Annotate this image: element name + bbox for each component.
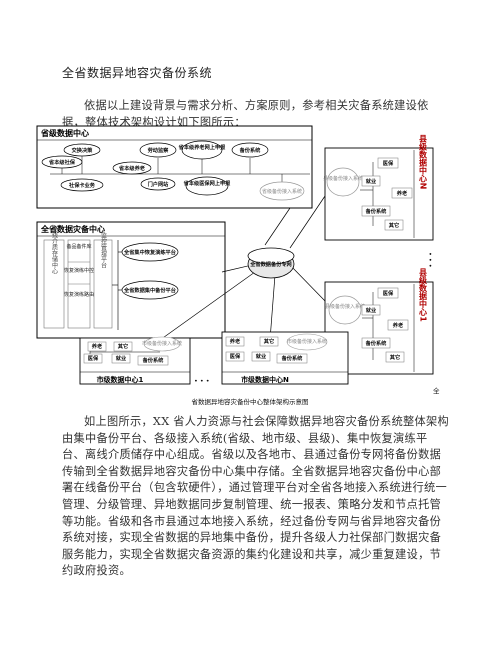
svg-text:养老: 养老 — [396, 189, 408, 197]
spare-parts-label: 备品备件库 — [66, 243, 91, 250]
svg-text:社保卡业务: 社保卡业务 — [68, 181, 96, 189]
drill-control-label: 恢复演练中控 — [64, 267, 94, 274]
city-n-title: 市级数据中心N — [241, 375, 289, 384]
svg-text:省本级养老: 省本级养老 — [118, 164, 146, 172]
svg-text:养老: 养老 — [392, 321, 404, 329]
county-1-title: 县级数据中心1 — [418, 268, 428, 322]
provincial-data-center: 省级数据中心 交换决策 省本级社保 省本级养老 劳动监察 省本级养老网上申报 备… — [36, 125, 313, 209]
cloud-pension-online: 省本级养老网上申报 — [178, 140, 227, 160]
ellipsis-horizontal: • • • — [194, 377, 210, 385]
city-1-access: 市级备份接入系统 — [142, 340, 182, 347]
svg-text:省本级社保: 省本级社保 — [48, 158, 76, 166]
body-paragraph: 如上图所示，XX 省人力资源与社会保障数据异地容灾备份系统整体架构由集中备份平台… — [62, 415, 450, 578]
county-data-center-1: 县级备份接入系统 医保 就业 养老 备份系统 其它 县级数据中心1 — [324, 268, 434, 375]
svg-text:省本级养老网上申报: 省本级养老网上申报 — [178, 143, 227, 151]
svg-text:交换决策: 交换决策 — [72, 146, 94, 154]
svg-text:医保: 医保 — [88, 354, 99, 362]
svg-text:省级备份接入系统: 省级备份接入系统 — [262, 188, 302, 195]
svg-text:劳动监察: 劳动监察 — [148, 146, 170, 154]
svg-text:其它: 其它 — [264, 337, 274, 345]
monitor-platform-label: 监控管理平台 — [100, 231, 107, 269]
city-data-center-n: 养老 其它 医保 就业 备份系统 市级备份接入系统 市级数据中心N — [221, 331, 349, 385]
svg-text:备份系统: 备份系统 — [365, 339, 388, 347]
svg-text:省本级医保网上申报: 省本级医保网上申报 — [183, 179, 232, 187]
cloud-provincial-pension: 省本级养老 — [112, 161, 152, 175]
city-1-title: 市级数据中心1 — [97, 375, 144, 384]
drill-route-label: 恢复演练路由 — [64, 291, 94, 298]
svg-text:养老: 养老 — [229, 337, 241, 345]
svg-text:其它: 其它 — [389, 221, 399, 229]
cloud-portal: 门户网站 — [140, 177, 176, 191]
city-n-access: 市级备份接入系统 — [287, 338, 327, 345]
county-n-access: 县级备份接入系统 — [323, 175, 363, 182]
svg-text:全省集中恢复演练平台: 全省集中恢复演练平台 — [123, 248, 176, 256]
county-n-title: 县级数据中心N — [418, 135, 428, 190]
svg-text:其它: 其它 — [390, 353, 400, 361]
svg-text:就业: 就业 — [116, 354, 126, 362]
svg-text:备份系统: 备份系统 — [239, 146, 262, 154]
svg-text:备份系统: 备份系统 — [365, 207, 388, 215]
cloud-card-service: 社保卡业务 — [60, 178, 104, 192]
svg-text:医保: 医保 — [383, 159, 394, 167]
svg-text:备份系统: 备份系统 — [142, 356, 165, 364]
cloud-backup-system: 备份系统 — [231, 142, 269, 158]
svg-text:其它: 其它 — [118, 342, 128, 350]
side-label: 全 — [433, 386, 440, 395]
diagram-caption: 省数据异地容灾备份中心整体架构示意图 — [192, 397, 309, 406]
intro-paragraph: 依据以上建设背景与需求分析、方案原则，参考相关灾备系统建设依据，整体技术架构设计… — [62, 99, 429, 129]
cloud-backup-platform: 全省数据集中备份平台 — [121, 280, 179, 300]
county-1-access: 县级备份接入系统 — [325, 303, 365, 310]
city-data-center-1: 养老 其它 医保 就业 备份系统 市级备份接入系统 市级数据中心1 — [79, 336, 191, 385]
backup-network-hub: 全省数据备份专网 — [159, 195, 327, 341]
svg-text:就业: 就业 — [366, 177, 376, 185]
svg-text:就业: 就业 — [256, 352, 266, 360]
svg-text:养老: 养老 — [91, 342, 103, 350]
cloud-recovery-drill: 全省集中恢复演练平台 — [121, 242, 179, 262]
dr-center-title: 全省数据灾备中心 — [40, 224, 105, 234]
dr-center: 全省数据灾备中心 离线介质存储中心 备品备件库 恢复演练中控 恢复演练路由 监控… — [36, 221, 226, 339]
cloud-labor-inspection: 劳动监察 — [139, 142, 177, 158]
provincial-title: 省级数据中心 — [40, 128, 89, 138]
svg-text:医保: 医保 — [230, 352, 241, 360]
cloud-medical-online: 省本级医保网上申报 — [183, 176, 232, 196]
svg-text:门户网站: 门户网站 — [148, 180, 170, 188]
ellipsis-vertical: • • • — [426, 252, 434, 268]
county-data-center-n: 县级备份接入系统 医保 就业 养老 备份系统 其它 县级数据中心N — [323, 135, 434, 241]
doc-title: 全省数据异地容灾备份系统 — [62, 66, 213, 80]
cloud-provincial-access: 省级备份接入系统 — [259, 181, 305, 201]
cloud-exchange-decision: 交换决策 — [63, 143, 101, 157]
svg-text:就业: 就业 — [366, 306, 376, 314]
svg-text:全省数据集中备份平台: 全省数据集中备份平台 — [123, 286, 176, 294]
cloud-provincial-social: 省本级社保 — [41, 155, 83, 169]
network-label: 全省数据备份专网 — [249, 260, 292, 268]
offline-media-label: 离线介质存储中心 — [51, 225, 58, 274]
svg-text:备份系统: 备份系统 — [281, 354, 304, 362]
svg-text:医保: 医保 — [383, 289, 394, 297]
